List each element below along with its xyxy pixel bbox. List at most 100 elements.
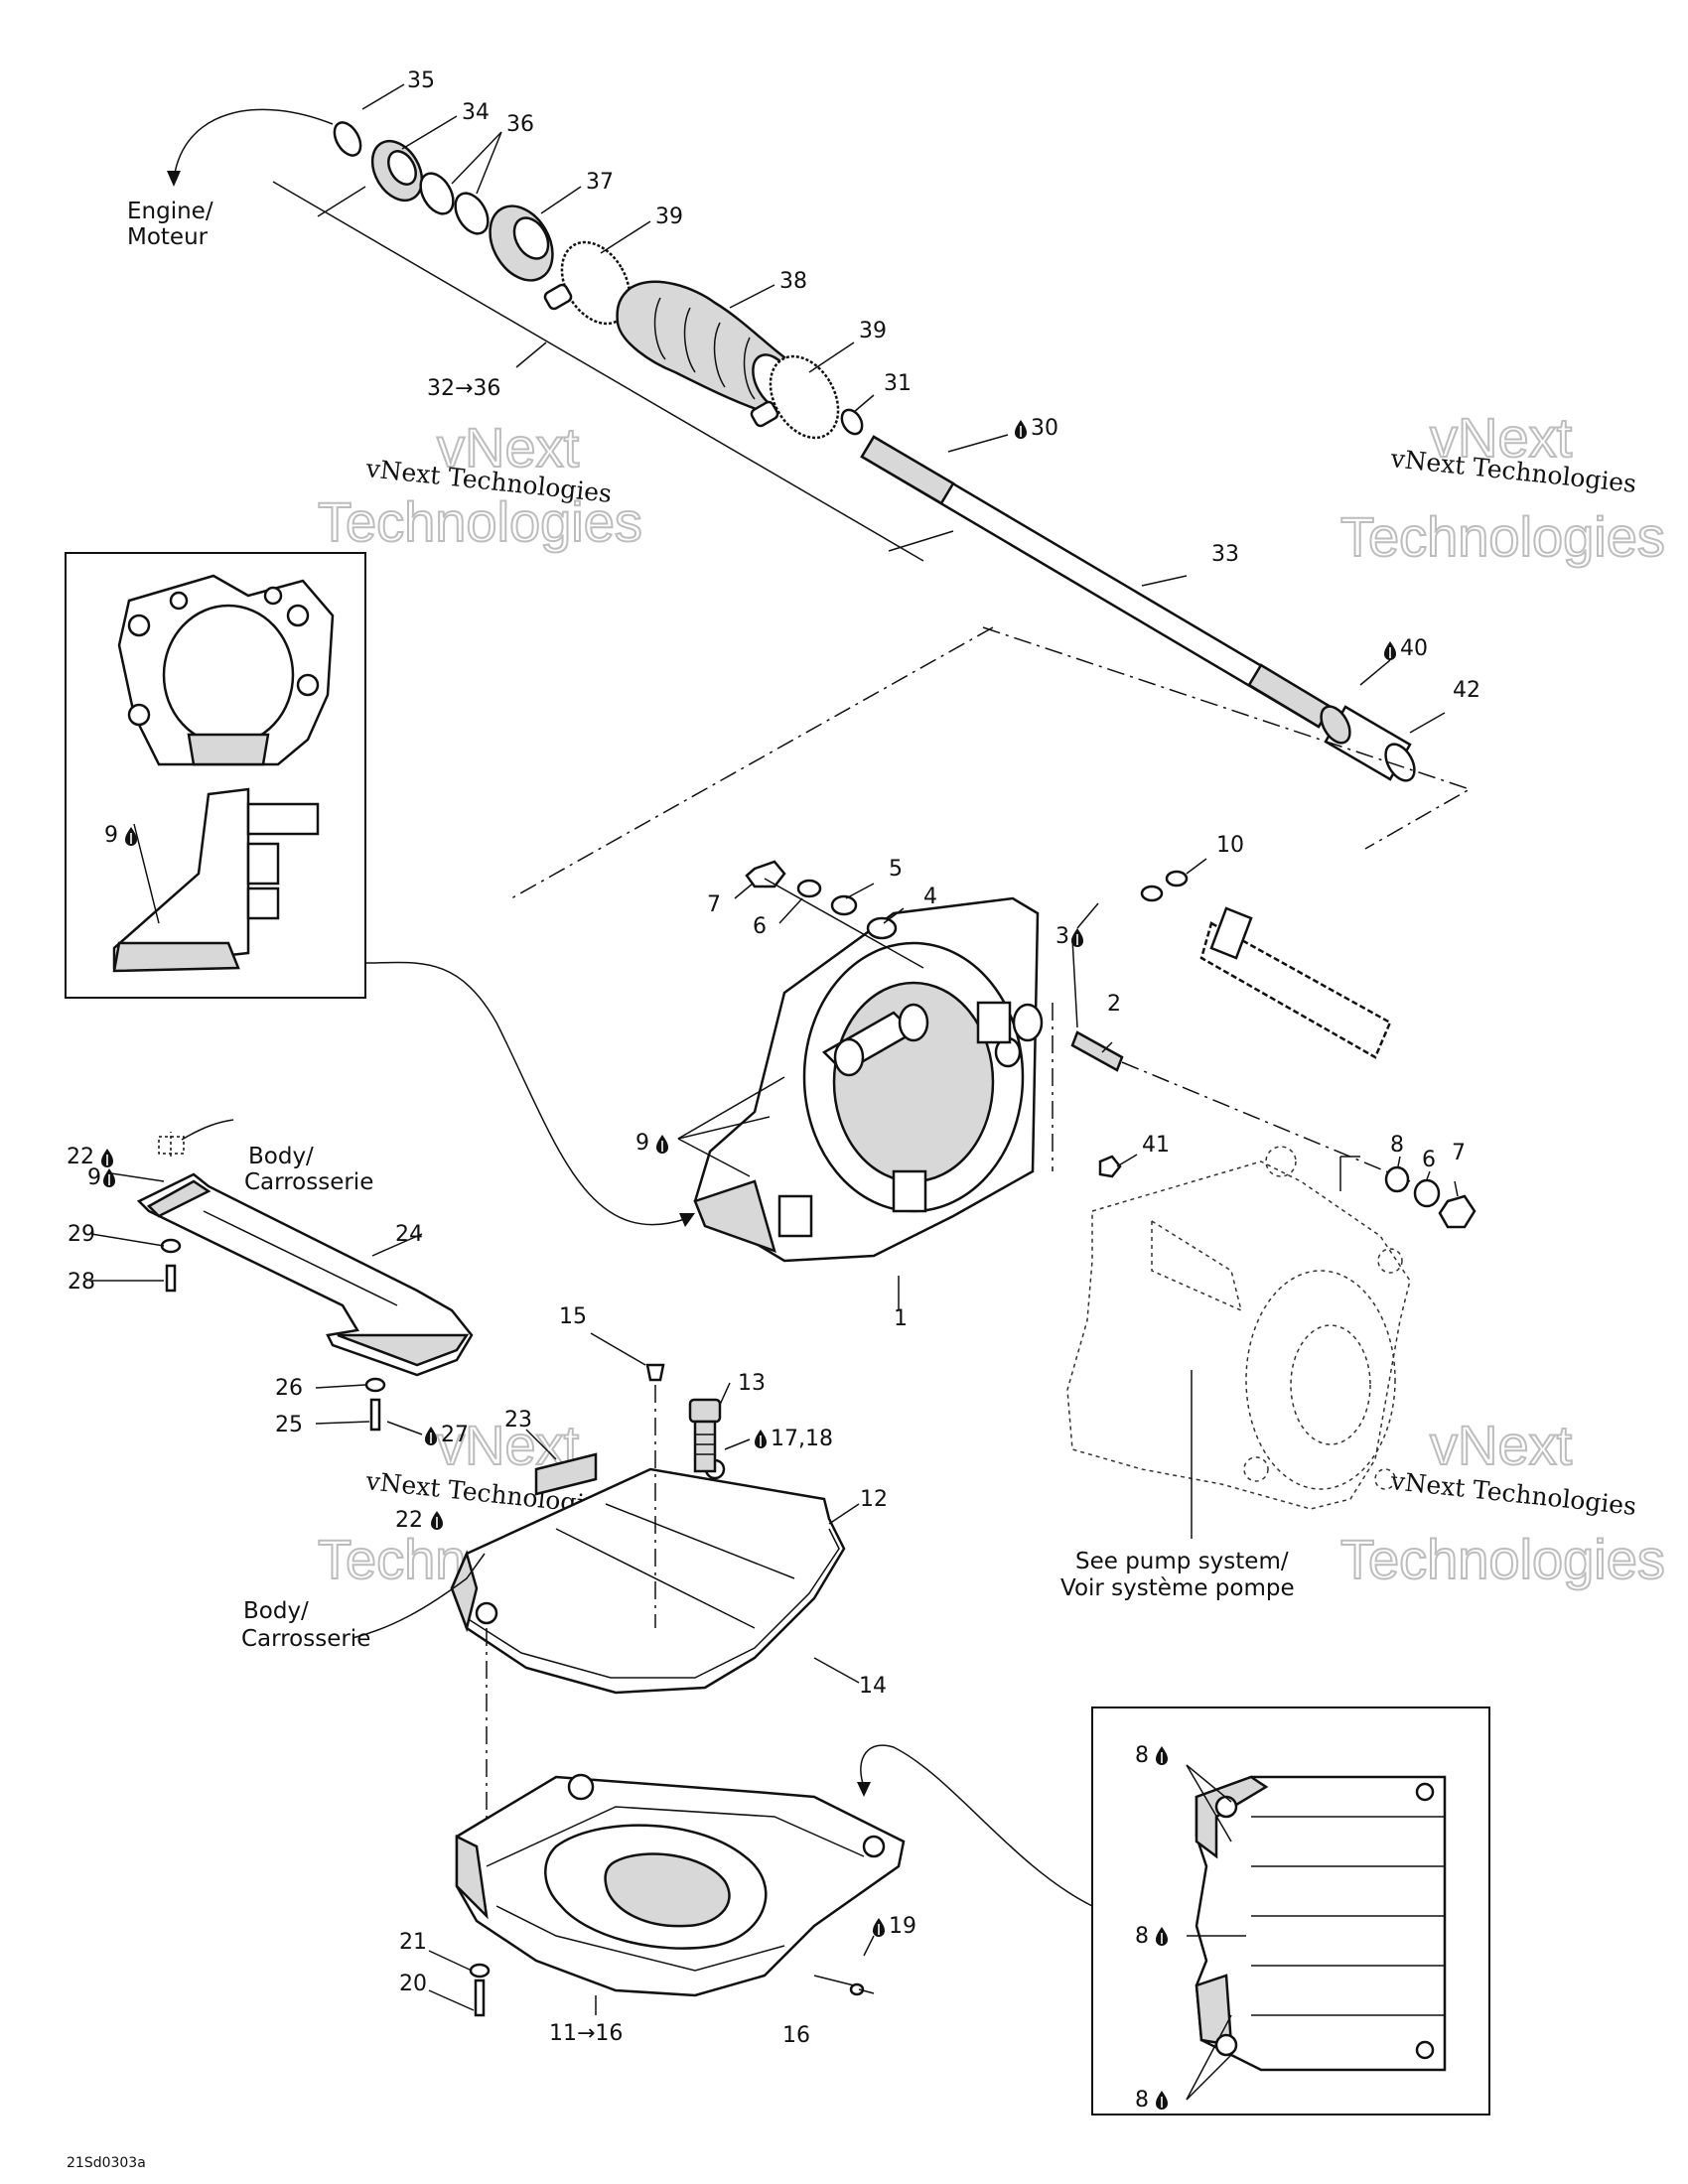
inset-panel-bottom [1091, 1706, 1490, 2116]
callout-30: 30 [1031, 416, 1058, 441]
washer-10a [1165, 870, 1189, 887]
callout-6b: 6 [1422, 1148, 1436, 1172]
sealant-drop-icon [1383, 640, 1397, 661]
callout-10: 10 [1216, 833, 1244, 858]
clamp-39b [750, 354, 840, 440]
sealant-drop-icon [1014, 419, 1028, 440]
text-notes: Engine/ Moteur Body/ Carrosserie Body/ C… [67, 199, 1295, 2171]
callout-8: 8 [1390, 1133, 1404, 1158]
washer-21 [469, 1963, 491, 1979]
nut-7 [745, 860, 786, 888]
sealant-drop-icon [1070, 927, 1084, 948]
coupler-42 [1320, 705, 1416, 782]
washer-5 [830, 894, 858, 916]
note-engine-line2: Moteur [127, 224, 209, 250]
callout-14: 14 [859, 1674, 887, 1699]
hose-assembly [1052, 870, 1411, 1182]
note-body-b-line2: Carrosserie [241, 1626, 370, 1652]
callout-9-left: 9 [87, 1165, 101, 1190]
callout-27: 27 [441, 1423, 469, 1447]
callout-5: 5 [889, 857, 903, 882]
watermark-technologies-2: Technologies [1340, 505, 1665, 568]
callout-21: 21 [399, 1930, 427, 1955]
sealant-drop-icon [430, 1510, 444, 1531]
callout-37: 37 [586, 170, 614, 195]
washer-8 [1384, 1165, 1410, 1193]
callout-34: 34 [462, 100, 490, 125]
callout-12: 12 [860, 1487, 888, 1512]
seal-34 [370, 139, 424, 203]
callout-17-18: 17,18 [771, 1427, 833, 1451]
clip-41 [1098, 1155, 1122, 1178]
callout-28: 28 [68, 1270, 95, 1295]
driveshaft-assembly [167, 108, 1472, 899]
callout-labels: 35 34 36 37 39 38 39 31 30 32→36 33 40 4… [67, 68, 1480, 2113]
screw-28 [165, 1264, 177, 1293]
driveshaft-33 [860, 435, 1333, 729]
watermark-vnext-4: vNext [1430, 1414, 1573, 1476]
callout-23: 23 [504, 1408, 532, 1433]
callout-22a: 22 [67, 1145, 94, 1169]
leader-lines [90, 83, 1459, 2015]
tape-23 [534, 1452, 598, 1496]
sealant-drop-icon [100, 1148, 114, 1168]
watermark-technologies-1: Technologies [318, 490, 642, 553]
inset-panel-top [65, 552, 366, 999]
washer-26 [364, 1377, 386, 1393]
sealant-drop-icon [102, 1167, 116, 1188]
note-body-a-line1: Body/ [248, 1144, 314, 1169]
callout-3: 3 [1055, 924, 1069, 949]
callout-42: 42 [1453, 678, 1480, 703]
callout-16: 16 [782, 2023, 810, 2048]
sealant-drop-icon [1155, 2090, 1169, 2111]
callout-31: 31 [884, 371, 912, 396]
nut-7b [1438, 1194, 1477, 1229]
note-pump-line2: Voir système pompe [1060, 1575, 1295, 1601]
washer-6 [796, 879, 822, 898]
sealant-drop-icon [1155, 1926, 1169, 1947]
inset-bracket-part [112, 787, 320, 973]
note-body-b-line1: Body/ [243, 1598, 309, 1624]
note-body-a-line2: Carrosserie [244, 1169, 373, 1195]
pump-housing-reference [1066, 1146, 1411, 1539]
clamp-39a [543, 240, 632, 326]
callout-19: 19 [889, 1914, 916, 1939]
callout-9-main: 9 [635, 1131, 649, 1156]
callout-8c: 8 [1135, 2088, 1149, 2113]
note-pump-line1: See pump system/ [1075, 1549, 1289, 1574]
inset-connector-line [364, 961, 686, 1226]
callout-9-inset: 9 [104, 823, 118, 848]
watermark-vnext-1: vNext [437, 416, 580, 478]
intake-grate-11 [455, 1773, 906, 1997]
hardware-4-7 [745, 860, 924, 969]
drain-plug-13 [688, 1398, 722, 1473]
inset-plate-part [117, 574, 335, 766]
pump-support-1 [693, 896, 1044, 1263]
callout-11-16: 11→16 [549, 2021, 623, 2046]
callout-6a: 6 [753, 914, 767, 939]
drawing-code: 21Sd0303a [67, 2155, 146, 2171]
callout-32-36: 32→36 [427, 376, 500, 401]
callout-4: 4 [923, 885, 937, 909]
callout-36: 36 [506, 112, 534, 137]
callout-24: 24 [395, 1222, 423, 1247]
callout-7a: 7 [707, 892, 721, 917]
callout-8b: 8 [1135, 1924, 1149, 1949]
sealant-drop-icon [1155, 1745, 1169, 1766]
callout-13: 13 [738, 1371, 766, 1396]
callout-1: 1 [894, 1306, 908, 1331]
callout-7b: 7 [1452, 1141, 1466, 1165]
ring-35 [333, 121, 362, 157]
sealant-drop-icon [424, 1426, 438, 1446]
callout-25: 25 [275, 1413, 303, 1437]
nut-16 [849, 1982, 865, 1996]
spacer-31 [840, 408, 864, 436]
inset-frame-bottom [1091, 1706, 1490, 2116]
callout-40: 40 [1400, 636, 1428, 661]
callout-22b: 22 [395, 1508, 423, 1533]
oring-36b [454, 192, 490, 235]
callout-38: 38 [779, 269, 807, 294]
hardware-6-8 [1098, 1155, 1477, 1229]
washer-4 [866, 916, 898, 940]
